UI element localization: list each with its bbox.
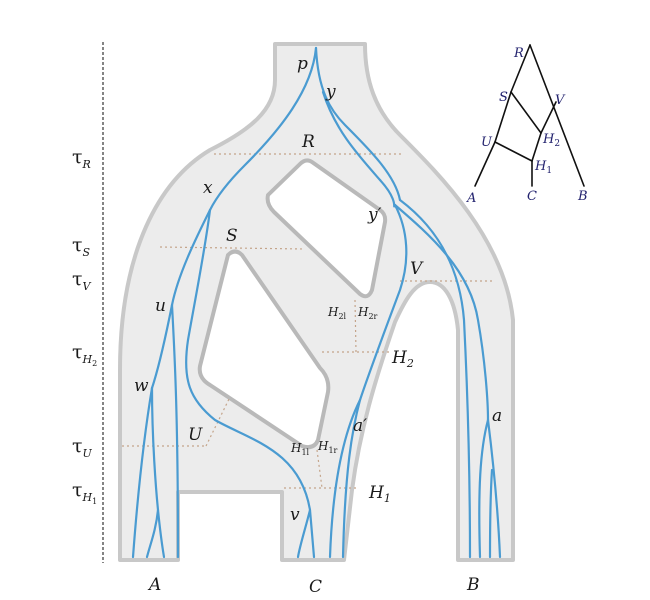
node-label-H2: H2 [391, 348, 414, 370]
network-tube [118, 42, 515, 562]
node-label-H1r: H1r [317, 439, 338, 455]
mini-label-V: V [555, 93, 566, 108]
tau-H1-label: τH1 [72, 479, 97, 506]
node-label-H1l: H1l [290, 441, 310, 457]
lineage-p-right [314, 46, 402, 202]
node-label-R: R [301, 132, 315, 152]
mini-edge-S-H2 [510, 91, 542, 134]
lineage-v-left [296, 508, 312, 559]
mini-network-tree [474, 44, 585, 187]
mini-edge-R-B [529, 44, 585, 187]
lineage-w-3 [156, 508, 166, 559]
mini-edge-R-S [510, 44, 531, 93]
species-label-B: B [466, 575, 480, 595]
node-label-S: S [226, 226, 238, 246]
mini-edge-U-H1 [494, 141, 533, 162]
mini-label-B: B [577, 189, 588, 204]
lineage-w-2 [145, 386, 160, 559]
mini-label-C: C [527, 189, 537, 204]
tau-S-label: τS [72, 234, 91, 259]
lineage-label-w: w [134, 376, 149, 396]
tau-U-label: τU [72, 435, 93, 460]
tube-outer [118, 42, 515, 562]
mini-label-H1: H1 [534, 159, 552, 176]
mini-edge-V-H2 [540, 101, 557, 134]
lineage-label-x: x [203, 178, 213, 198]
lineage-y-right [398, 198, 472, 559]
node-label-V: V [410, 259, 424, 279]
node-label-U: U [188, 425, 203, 445]
lineage-label-a: a [492, 406, 502, 426]
gene-lineages [131, 46, 502, 559]
lineage-yprime-2 [393, 203, 490, 422]
slice-H2-split [354, 299, 357, 353]
mini-label-R: R [513, 46, 524, 61]
lineage-x-right [185, 208, 316, 559]
lineage-a-3 [488, 468, 494, 559]
mini-label-U: U [481, 135, 493, 150]
slice-H1-split [316, 449, 323, 489]
species-label-A: A [147, 575, 161, 595]
mini-edge-H2-H1 [531, 132, 542, 162]
lineage-label-a-prime: a′ [353, 416, 367, 436]
lineage-a-2 [486, 418, 502, 559]
lineage-x-left [170, 208, 212, 307]
tau-H2-label: τH2 [72, 341, 97, 368]
mini-edge-S-U [494, 91, 512, 143]
node-label-H1: H1 [368, 483, 391, 505]
lineage-label-u: u [155, 296, 166, 316]
lineage-label-y-prime: y′ [367, 205, 382, 225]
lineage-yprime-1 [341, 203, 408, 559]
mini-label-A: A [466, 191, 476, 206]
node-label-H2r: H2r [357, 305, 378, 321]
mini-label-S: S [499, 90, 508, 105]
lineage-u-2 [170, 303, 180, 559]
lineage-label-p: p [297, 54, 308, 74]
tau-V-label: τV [72, 268, 92, 293]
mini-label-H2: H2 [542, 132, 560, 149]
lineage-a-1 [478, 418, 490, 559]
lineage-u-1 [150, 303, 174, 390]
lineage-label-y: y [325, 82, 336, 102]
tau-R-label: τR [72, 146, 91, 171]
slice-S [159, 246, 306, 250]
lineage-p-left [208, 46, 318, 212]
tube-hole-upper [265, 158, 388, 299]
slice-U-diag [205, 396, 231, 447]
mini-edge-U-A [474, 141, 496, 187]
lineage-label-v: v [290, 505, 300, 525]
node-label-H2l: H2l [327, 305, 347, 321]
lineage-aprime-1 [328, 398, 362, 559]
tube-hole-lower [197, 249, 331, 450]
species-label-C: C [309, 577, 322, 597]
lineage-w-1 [131, 386, 154, 559]
